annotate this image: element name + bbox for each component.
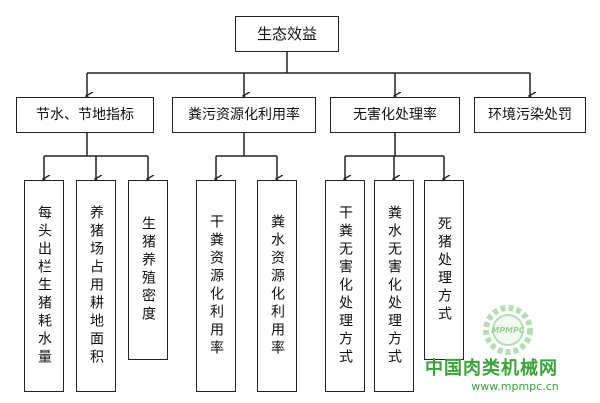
root-node: 生态效益 — [235, 16, 339, 52]
indicator-node: 粪水无害化处理方式 — [374, 180, 414, 392]
category-node-pollution-penalty: 环境污染处罚 — [474, 97, 586, 133]
category-label: 环境污染处罚 — [488, 107, 572, 123]
watermark-logo-icon: MPMPC — [483, 305, 533, 355]
category-node-water-land: 节水、节地指标 — [16, 97, 154, 133]
category-node-manure-utilization: 粪污资源化利用率 — [172, 97, 316, 133]
indicator-label: 干粪无害化处理方式 — [337, 205, 353, 367]
indicator-label: 干粪资源化利用率 — [208, 214, 224, 358]
category-node-harmless-treatment: 无害化处理率 — [330, 97, 460, 133]
indicator-node: 干粪资源化利用率 — [196, 180, 236, 392]
watermark-url: www.mpmpc.cn — [471, 380, 559, 393]
watermark-site-name: 中国肉类机械网 — [425, 358, 558, 379]
indicator-label: 粪水资源化利用率 — [269, 214, 285, 358]
indicator-node: 每头出栏生猪耗水量 — [24, 180, 64, 392]
root-label: 生态效益 — [256, 24, 317, 43]
indicator-node: 养猪场占用耕地面积 — [76, 180, 116, 392]
category-label: 粪污资源化利用率 — [188, 107, 300, 123]
indicator-label: 粪水无害化处理方式 — [386, 205, 402, 367]
indicator-label: 死猪处理方式 — [436, 216, 452, 324]
category-label: 无害化处理率 — [353, 107, 437, 123]
indicator-node: 生猪养殖密度 — [128, 180, 168, 360]
category-label: 节水、节地指标 — [36, 107, 134, 123]
svg-text:MPMPC: MPMPC — [491, 326, 525, 335]
indicator-label: 每头出栏生猪耗水量 — [36, 205, 52, 367]
indicator-node: 粪水资源化利用率 — [257, 180, 297, 392]
indicator-label: 养猪场占用耕地面积 — [88, 205, 104, 367]
indicator-node: 干粪无害化处理方式 — [325, 180, 365, 392]
indicator-label: 生猪养殖密度 — [140, 216, 156, 324]
indicator-node: 死猪处理方式 — [424, 180, 464, 360]
